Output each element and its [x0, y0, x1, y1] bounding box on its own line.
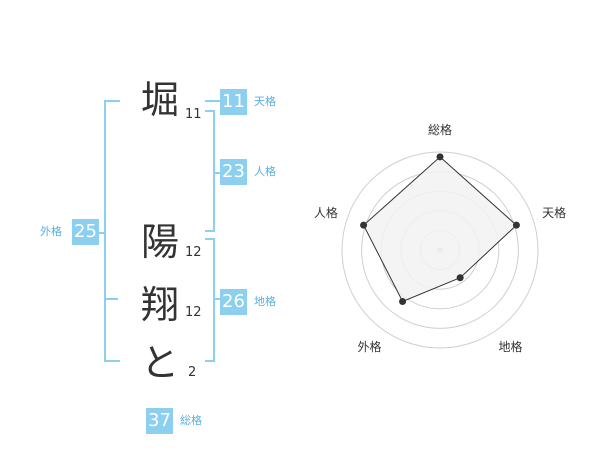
- radar-axis-label: 地格: [499, 339, 523, 354]
- name-char-3: 翔: [140, 283, 179, 327]
- radar-point: [512, 221, 520, 229]
- stroke-count-1: 11: [185, 107, 202, 122]
- gaikaku-bracket: [104, 100, 120, 362]
- tenkaku-label: 天格: [254, 95, 276, 108]
- gaikaku-bracket-tick: [96, 232, 104, 234]
- tenkaku-connector: [205, 100, 220, 102]
- radar-ring: [341, 151, 539, 349]
- name-char-2: 陽: [140, 220, 179, 264]
- name-char-1: 堀: [140, 78, 179, 122]
- name-char-4: と: [140, 341, 179, 385]
- jinkaku-label: 人格: [254, 165, 276, 178]
- jinkaku-badge: 23: [220, 159, 247, 185]
- tenkaku-badge: 11: [220, 89, 247, 115]
- gaikaku-bracket-divider: [104, 298, 118, 300]
- radar-point: [456, 274, 464, 282]
- chikaku-bracket-tick: [215, 298, 221, 300]
- radar-axis-label: 外格: [357, 339, 381, 354]
- radar-point: [399, 298, 407, 306]
- chikaku-label: 地格: [254, 295, 276, 308]
- chikaku-badge: 26: [220, 289, 247, 315]
- chikaku-bracket: [205, 238, 215, 362]
- radar-axis-label: 総格: [428, 122, 452, 137]
- radar-axis-label: 天格: [542, 205, 566, 220]
- soukaku-badge: 37: [146, 408, 173, 434]
- soukaku-label: 総格: [180, 414, 202, 427]
- radar-point: [360, 221, 368, 229]
- stroke-count-4: 2: [188, 365, 197, 380]
- radar-points: [360, 153, 520, 306]
- gaikaku-badge: 25: [72, 219, 99, 245]
- jinkaku-bracket-tick: [215, 172, 221, 174]
- jinkaku-bracket: [205, 110, 215, 232]
- gaikaku-label: 外格: [40, 225, 62, 238]
- stroke-count-3: 12: [185, 305, 202, 320]
- radar-point: [436, 153, 444, 161]
- radar-polygon: [362, 156, 518, 303]
- radar-axis-label: 人格: [314, 205, 338, 220]
- stroke-count-2: 12: [185, 245, 202, 260]
